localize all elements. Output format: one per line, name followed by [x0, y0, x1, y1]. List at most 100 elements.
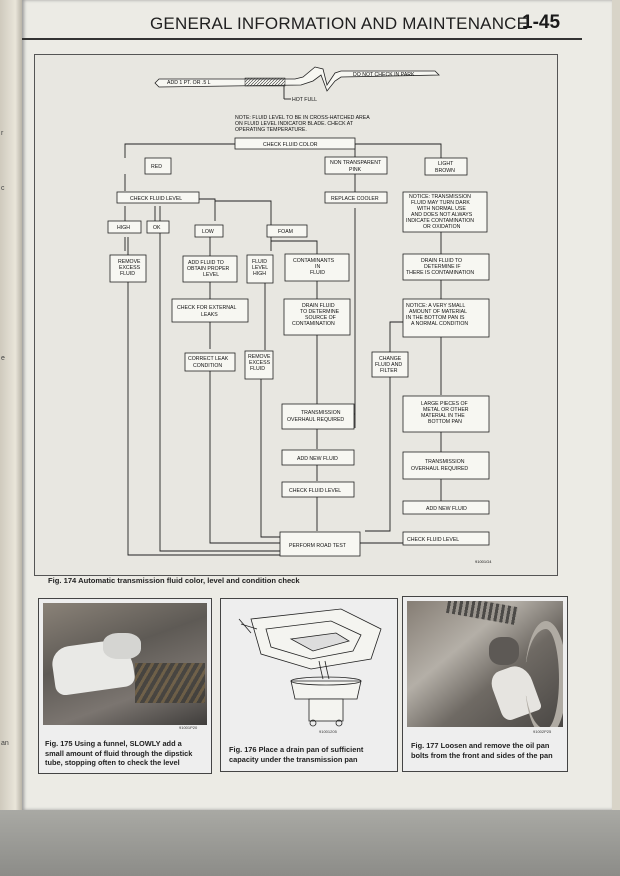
notice-small-text: A NORMAL CONDITION [411, 321, 468, 327]
caption-line: bolts from the front and sides of the pa… [411, 750, 553, 760]
high-text: HIGH [117, 225, 130, 231]
add-new-fluid2-text: ADD NEW FLUID [426, 506, 467, 512]
flowchart-svg: ADD 1 PT. OR .5 L DO NOT CHECK IN PARK H… [107, 66, 492, 564]
bolt-detail [489, 637, 519, 665]
drain-if-text: DETERMINE IF [424, 264, 461, 270]
fig175-code: 91001P20 [179, 725, 198, 730]
notice-darken-box [402, 191, 488, 233]
pink-text-2: PINK [349, 167, 362, 173]
fig176-code: 91001205 [319, 729, 337, 734]
replace-cooler-text: REPLACE COOLER [331, 196, 379, 202]
non-transparent-pink-box [324, 156, 388, 175]
note-line: ON FLUID LEVEL INDICATOR BLADE. CHECK AT [235, 121, 354, 127]
notice-text: FLUID MAY TURN DARK [411, 200, 470, 206]
large-pieces-text: LARGE PIECES OF [421, 401, 468, 407]
drain-if-text: DRAIN FLUID TO [421, 258, 462, 264]
chain-detail [445, 601, 519, 625]
margin-mark: r [1, 130, 4, 137]
check-fluid-color-text: CHECK FLUID COLOR [263, 142, 318, 148]
add-fluid-proper-box [182, 255, 238, 283]
correct-leak-text: CORRECT LEAK [188, 356, 229, 362]
notice-small-text: IN THE BOTTOM PAN IS [406, 315, 465, 321]
external-leaks-text: CHECK FOR EXTERNAL [177, 305, 236, 311]
caption-line: capacity under the transmission pan [229, 754, 358, 764]
note-line: OPERATING TEMPERATURE. [235, 127, 307, 133]
replace-cooler-box [324, 191, 388, 204]
low-text: LOW [202, 229, 214, 235]
change-filter-text: FILTER [380, 368, 398, 374]
high-box [107, 220, 142, 234]
overhaul-required-box-2 [402, 451, 490, 480]
dipstick-illustration [154, 66, 440, 100]
fig-176-panel: 91001205 Fig. 176 Place a drain pan of s… [220, 598, 398, 772]
remove-excess-box-1 [109, 254, 147, 283]
add-new-fluid-box-1 [281, 449, 355, 466]
check-external-leaks-box [171, 298, 249, 323]
contaminants-box [284, 253, 350, 282]
check-level-top-text: CHECK FLUID LEVEL [130, 196, 182, 202]
large-pieces-text: MATERIAL IN THE [421, 413, 465, 419]
caption-line: Fig. 176 Place a drain pan of sufficient [229, 745, 364, 754]
engine-wiring [135, 663, 205, 703]
notice-small-box [402, 298, 490, 338]
fluid-high-text: HIGH [253, 271, 266, 277]
change-filter-text: FLUID AND [375, 362, 402, 368]
check-fluid-level-top-box [116, 191, 200, 204]
check-fluid-color-box [234, 137, 356, 150]
fig-174-flowchart: ADD 1 PT. OR .5 L DO NOT CHECK IN PARK H… [34, 54, 558, 576]
perform-road-test-box [279, 531, 361, 557]
foam-box [266, 224, 308, 238]
left-page-edge: r c e an [0, 0, 22, 876]
header-rule [22, 38, 582, 40]
fig-176-drawing [238, 608, 382, 727]
check-fluid-level-right-box [402, 531, 490, 546]
red-text: RED [151, 164, 162, 170]
page-header-title: GENERAL INFORMATION AND MAINTENANCE [150, 14, 529, 33]
ok-text: OK [153, 225, 161, 231]
correct-leak-box [184, 352, 236, 372]
caption-line: Fig. 175 Using a funnel, SLOWLY add a [45, 739, 182, 748]
fig-175-caption: Fig. 175 Using a funnel, SLOWLY add a sm… [45, 739, 209, 768]
fig177-code: 91002P25 [533, 729, 552, 734]
correct-leak-text: CONDITION [193, 363, 222, 369]
ok-box [146, 220, 170, 234]
check-fluid-level-mid-box [281, 481, 355, 498]
add-new-fluid-text: ADD NEW FLUID [297, 456, 338, 462]
note-line: NOTE: FLUID LEVEL TO BE IN CROSS-HATCHED… [235, 115, 370, 121]
drain-source-text: CONTAMINATION [292, 321, 335, 327]
remove-excess-text: EXCESS [119, 265, 141, 271]
caption-line: Fig. 177 Loosen and remove the oil pan [411, 741, 550, 750]
drain-source-text: DRAIN FLUID [302, 303, 335, 309]
check-level-mid-text: CHECK FLUID LEVEL [289, 488, 341, 494]
drain-if-text: THERE IS CONTAMINATION [406, 270, 474, 276]
change-fluid-filter-box [371, 351, 409, 378]
drain-determine-source-box [283, 298, 351, 336]
remove-excess-text: REMOVE [118, 259, 141, 265]
contaminants-text: CONTAMINANTS [293, 258, 335, 264]
margin-mark: an [1, 740, 9, 747]
red-box [144, 157, 172, 175]
check-level-right-text: CHECK FLUID LEVEL [407, 537, 459, 543]
add-fluid-text: OBTAIN PROPER [187, 266, 230, 272]
fig-175-panel: 91001P20 Fig. 175 Using a funnel, SLOWLY… [38, 598, 212, 774]
caption-line: tube, stopping often to check the level [45, 758, 180, 767]
scan-bottom-edge [0, 810, 620, 876]
fig-174-caption: Fig. 174 Automatic transmission fluid co… [48, 576, 300, 585]
fig174-code: 91001G4 [475, 559, 492, 564]
dipstick-park-label: DO NOT CHECK IN PARK [353, 72, 415, 78]
fig-175-photo [43, 603, 207, 725]
notice-text: AND DOES NOT ALWAYS [411, 212, 473, 218]
overhaul2-text: TRANSMISSION [425, 459, 465, 465]
fluid-high-text: LEVEL [252, 265, 268, 271]
fig-177-photo [407, 601, 563, 727]
brown-text-1: LIGHT [438, 161, 454, 167]
change-filter-text: CHANGE [379, 356, 402, 362]
notice-text: WITH NORMAL USE [417, 206, 466, 212]
fig-177-panel: 91002P25 Fig. 177 Loosen and remove the … [402, 596, 568, 772]
large-pieces-box [402, 395, 490, 433]
bottle-shape [103, 633, 141, 659]
overhaul2-text: OVERHAUL REQUIRED [411, 466, 468, 472]
add-fluid-text: ADD FLUID TO [188, 260, 224, 266]
light-brown-box [424, 157, 468, 176]
low-box [194, 224, 224, 238]
